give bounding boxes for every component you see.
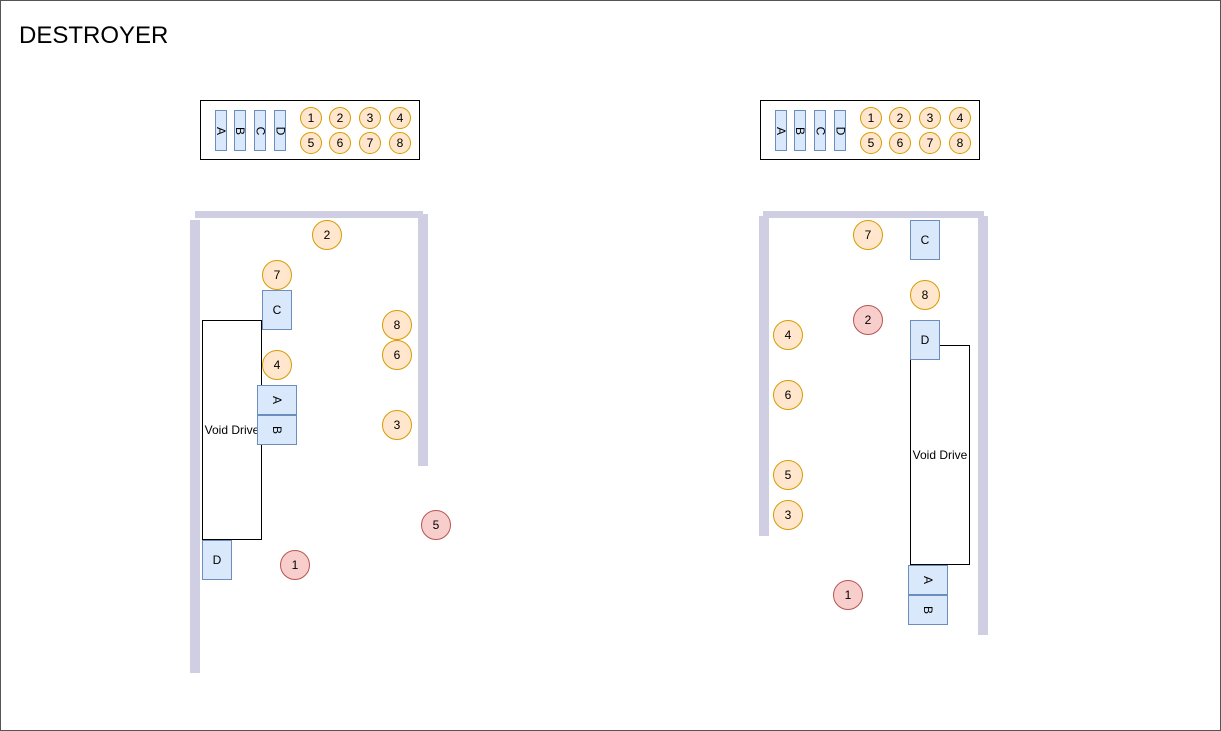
legend-crew: 4	[389, 107, 411, 129]
crew-marker: 7	[262, 260, 292, 290]
station-a: A	[257, 385, 297, 415]
hull-wall-top	[195, 211, 423, 218]
legend-crew: 1	[300, 107, 322, 129]
hull-wall-left	[190, 220, 200, 673]
crew-marker: 4	[262, 350, 292, 380]
crew-marker: 8	[910, 280, 940, 310]
crew-marker: 7	[853, 220, 883, 250]
station-a: A	[908, 565, 948, 595]
legend-crew: 1	[860, 107, 882, 129]
station-b: B	[908, 595, 948, 625]
crew-marker-alert: 1	[833, 580, 863, 610]
legend-station: D	[833, 110, 847, 151]
crew-marker: 4	[773, 320, 803, 350]
crew-marker: 8	[382, 310, 412, 340]
legend-station: C	[813, 110, 827, 151]
station-d: D	[910, 320, 940, 360]
station-b: B	[257, 415, 297, 445]
legend-crew: 5	[860, 132, 882, 154]
legend-crew: 6	[889, 132, 911, 154]
crew-marker: 6	[382, 340, 412, 370]
hull-wall-right	[418, 214, 428, 466]
legend-crew: 3	[919, 107, 941, 129]
legend-crew: 8	[949, 132, 971, 154]
legend-crew: 7	[359, 132, 381, 154]
crew-marker: 3	[382, 410, 412, 440]
crew-marker: 3	[773, 500, 803, 530]
legend-station: C	[253, 110, 267, 151]
station-d: D	[202, 540, 232, 580]
crew-marker: 2	[312, 220, 342, 250]
hull-wall-left	[759, 216, 769, 536]
page-title: DESTROYER	[19, 22, 169, 49]
hull-wall-top	[763, 211, 984, 218]
legend-station: B	[233, 110, 247, 151]
legend-crew: 2	[889, 107, 911, 129]
void-drive: Void Drive	[202, 320, 262, 540]
legend-station: A	[774, 110, 788, 151]
legend-station: D	[273, 110, 287, 151]
station-c: C	[262, 290, 292, 330]
legend-crew: 7	[919, 132, 941, 154]
legend-crew: 2	[329, 107, 351, 129]
crew-marker: 5	[773, 460, 803, 490]
hull-wall-right	[978, 216, 988, 635]
legend-crew: 3	[359, 107, 381, 129]
legend-station: A	[214, 110, 228, 151]
crew-marker-alert: 2	[853, 305, 883, 335]
legend-crew: 6	[329, 132, 351, 154]
crew-marker-alert: 1	[280, 550, 310, 580]
crew-marker-alert: 5	[421, 510, 451, 540]
legend-crew: 5	[300, 132, 322, 154]
void-drive: Void Drive	[910, 345, 970, 565]
legend-station: B	[793, 110, 807, 151]
station-c: C	[910, 220, 940, 260]
legend-crew: 4	[949, 107, 971, 129]
crew-marker: 6	[773, 380, 803, 410]
legend-crew: 8	[389, 132, 411, 154]
